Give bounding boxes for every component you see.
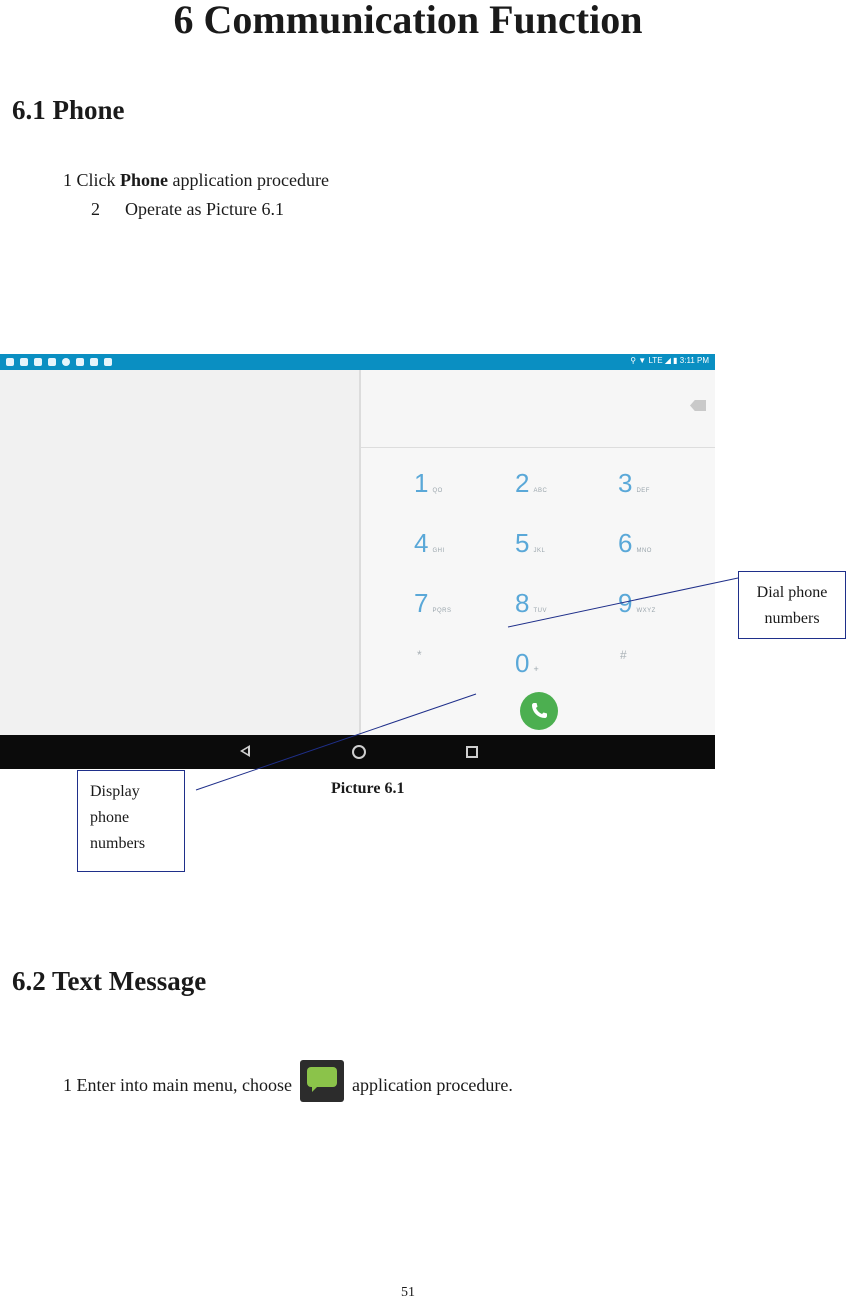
key-letters: TUV (533, 608, 547, 614)
key-letters: WXYZ (636, 608, 656, 614)
key-letters: QO (432, 488, 443, 494)
step-text: Operate as Picture 6.1 (125, 199, 284, 219)
key-digit: 0 (515, 648, 530, 678)
key-digit: 6 (618, 528, 633, 558)
key-digit: 5 (515, 528, 530, 558)
recents-icon[interactable] (466, 746, 478, 758)
status-right: ⚲ ▼ LTE ◢ ▮ 3:11 PM (630, 356, 709, 365)
home-icon[interactable] (352, 745, 366, 759)
callout-dial-phone-numbers: Dial phone numbers (738, 571, 846, 639)
section-heading-phone: 6.1 Phone (12, 95, 125, 125)
contacts-pane (0, 370, 359, 735)
key-digit: 2 (515, 468, 530, 498)
phone-number-display[interactable] (361, 370, 715, 447)
step-text-suffix: application procedure (168, 170, 329, 190)
call-button[interactable] (520, 692, 558, 730)
step-1-enter-main-menu: 1 Enter into main menu, choose applicatio… (63, 1060, 513, 1108)
key-digit: 3 (618, 468, 633, 498)
step-2-operate: 2 Operate as Picture 6.1 (91, 199, 284, 220)
field-divider (361, 447, 715, 448)
notification-icon (76, 358, 84, 366)
navigation-bar (0, 735, 715, 769)
step-text-suffix: application procedure. (351, 1075, 513, 1096)
notification-icon (104, 358, 112, 366)
key-symbol: # (620, 648, 627, 662)
battery-icon: ▮ (673, 356, 678, 365)
dial-pad (361, 448, 715, 735)
leader-line-dial (507, 577, 739, 628)
wifi-icon: ▼ (638, 356, 647, 365)
page-number: 51 (401, 1285, 415, 1300)
network-type: LTE (648, 356, 663, 365)
callout-line: numbers (90, 835, 146, 852)
phone-icon (532, 703, 547, 718)
step-number: 1 (63, 170, 72, 190)
key-letters: JKL (533, 548, 546, 554)
key-icon: ⚲ (630, 356, 637, 365)
notification-icon (62, 358, 70, 366)
callout-line: Dial phone (756, 584, 828, 601)
key-symbol: * (417, 648, 422, 662)
messaging-app-icon (299, 1060, 344, 1102)
step-bold-phone: Phone (120, 170, 169, 190)
key-letters: PQRS (432, 608, 452, 614)
key-letters: GHI (432, 548, 445, 554)
section-heading-text-message: 6.2 Text Message (12, 966, 207, 996)
notification-icon (48, 358, 56, 366)
key-letters: MNO (636, 548, 652, 554)
step-number: 2 (91, 199, 100, 219)
status-time: 3:11 PM (679, 356, 709, 365)
message-bubble-tail (311, 1086, 318, 1092)
callout-line: phone (90, 809, 130, 826)
back-icon-inner (243, 748, 248, 754)
key-digit: 8 (515, 588, 530, 618)
dial-key-0[interactable]: 0+ (515, 650, 539, 676)
dial-key-hash[interactable]: # (620, 648, 627, 662)
notification-icon (34, 358, 42, 366)
key-digit: 1 (414, 468, 429, 498)
notification-icon (90, 358, 98, 366)
step-text-prefix: Click (76, 170, 120, 190)
callout-line: Display (90, 783, 140, 800)
chapter-title: 6 Communication Function (173, 0, 643, 42)
key-digit: 7 (414, 588, 429, 618)
callout-display-phone-numbers: Display phone numbers (77, 770, 185, 872)
figure-caption: Picture 6.1 (331, 780, 405, 797)
step-number: 1 (63, 1075, 72, 1096)
step-text-prefix: Enter into main menu, choose (76, 1075, 292, 1096)
dial-key-star[interactable]: * (417, 648, 422, 662)
key-digit: 4 (414, 528, 429, 558)
key-letters: ABC (533, 488, 548, 494)
key-digit: 9 (618, 588, 633, 618)
backspace-icon[interactable] (690, 400, 706, 411)
callout-line: numbers (764, 610, 820, 627)
key-letters: + (533, 664, 540, 674)
notification-icon (20, 358, 28, 366)
step-1-click-phone: 1 Click Phone application procedure (63, 170, 329, 191)
key-letters: DEF (636, 488, 650, 494)
notification-icon (6, 358, 14, 366)
signal-icon: ◢ (664, 356, 671, 365)
pane-divider (359, 370, 361, 735)
leader-line-display (195, 693, 477, 791)
status-bar: ⚲ ▼ LTE ◢ ▮ 3:11 PM (0, 354, 715, 370)
message-bubble-icon (306, 1067, 337, 1087)
